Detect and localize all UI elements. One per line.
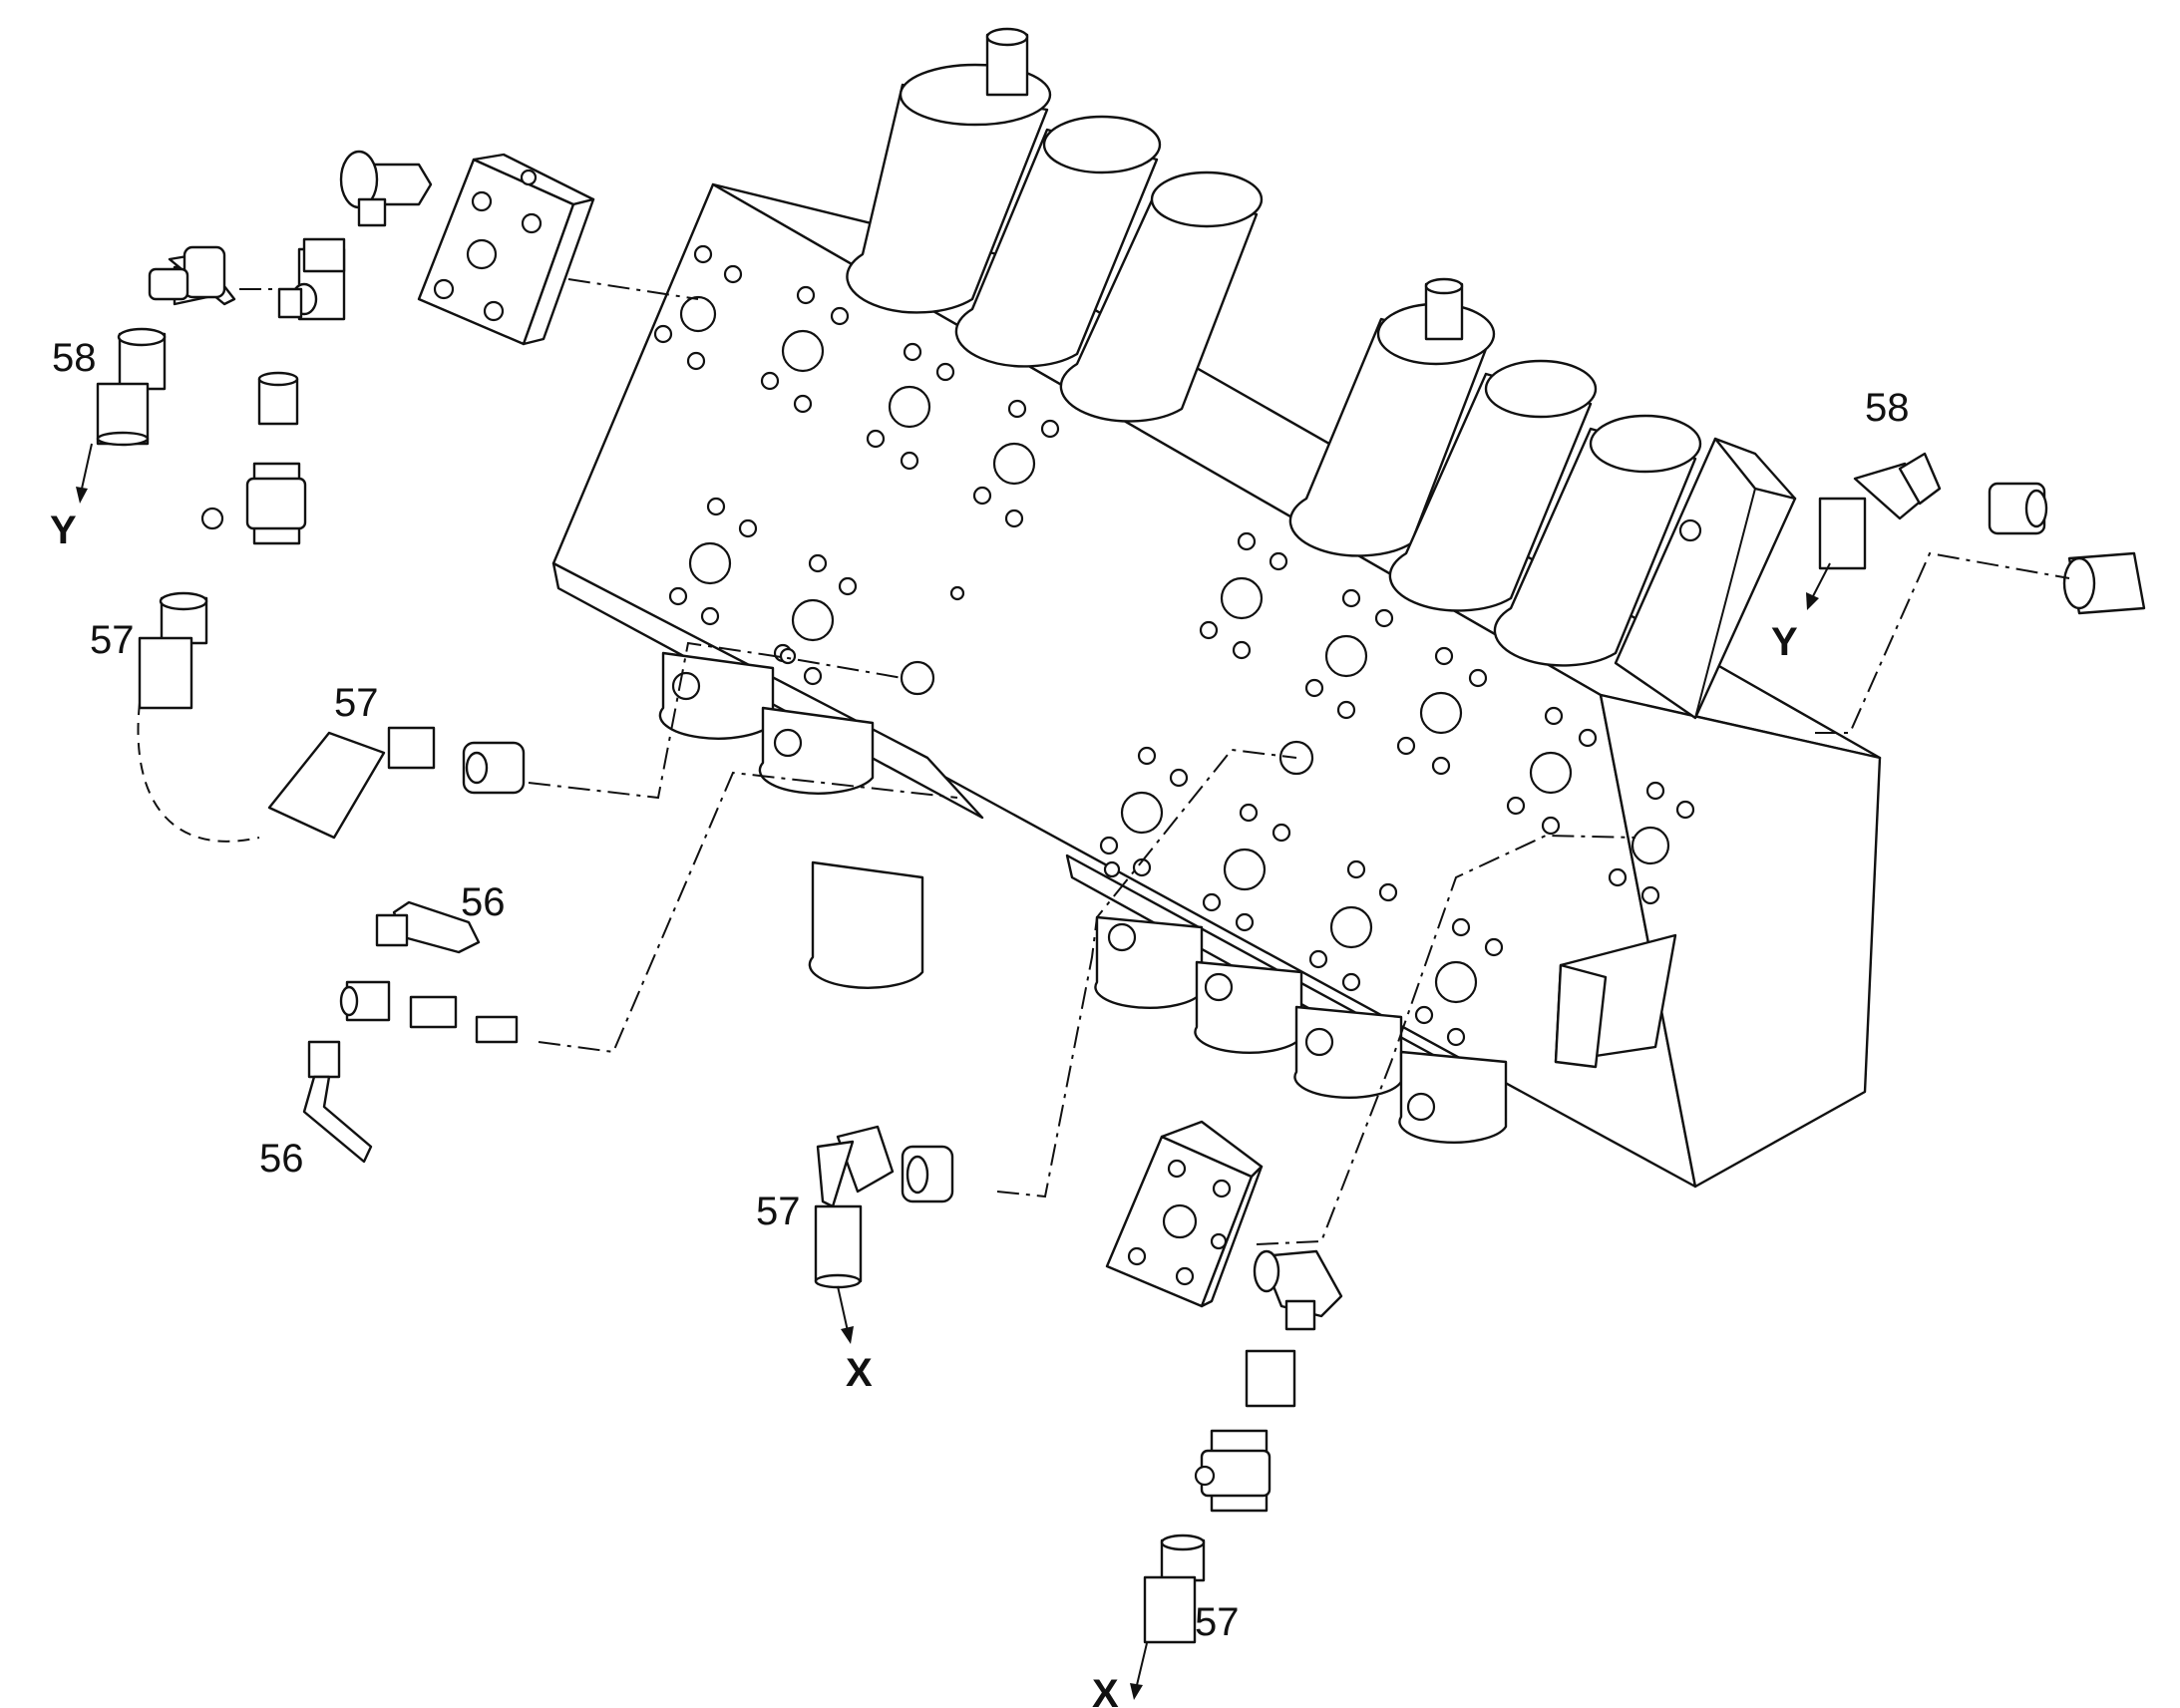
small-fittings-56 bbox=[302, 900, 519, 1164]
flow-label-y-right: Y bbox=[1771, 620, 1798, 664]
flow-arrows bbox=[76, 443, 1831, 1700]
adapter-block-bottom bbox=[1105, 1120, 1264, 1308]
flow-labels: Y Y X X bbox=[50, 509, 1798, 1708]
wedge-block bbox=[1554, 933, 1677, 1069]
upper-left-fittings bbox=[96, 150, 433, 545]
flow-label-x-bottom: X bbox=[1092, 1672, 1119, 1708]
flow-label-x-mid: X bbox=[846, 1351, 873, 1395]
right-upper-fittings bbox=[1818, 452, 2146, 615]
callout-labels: 58 57 57 56 56 57 57 58 bbox=[52, 336, 1910, 1644]
lower-cylinders bbox=[658, 651, 1508, 1144]
solenoid-cylinders-right bbox=[1288, 277, 1797, 720]
flow-label-y-left: Y bbox=[50, 509, 77, 552]
manifold-ports bbox=[653, 244, 1695, 1047]
callout-57-hose: 57 bbox=[334, 681, 379, 725]
callout-58-right: 58 bbox=[1865, 386, 1910, 430]
adapter-block-left bbox=[417, 153, 595, 346]
bottom-right-fittings bbox=[1143, 1249, 1343, 1644]
callout-57-bottom-right: 57 bbox=[1195, 1600, 1240, 1644]
solenoid-cylinders-left bbox=[846, 27, 1264, 423]
callout-57-bottom-mid: 57 bbox=[756, 1190, 801, 1233]
bottom-middle-fittings bbox=[814, 1125, 954, 1289]
callout-57-left: 57 bbox=[90, 618, 135, 662]
left-middle-fittings bbox=[138, 591, 526, 840]
callout-56-upper: 56 bbox=[461, 880, 506, 924]
callout-56-lower: 56 bbox=[259, 1137, 304, 1181]
leader-lines bbox=[137, 278, 2070, 1245]
callout-58-left: 58 bbox=[52, 336, 97, 380]
